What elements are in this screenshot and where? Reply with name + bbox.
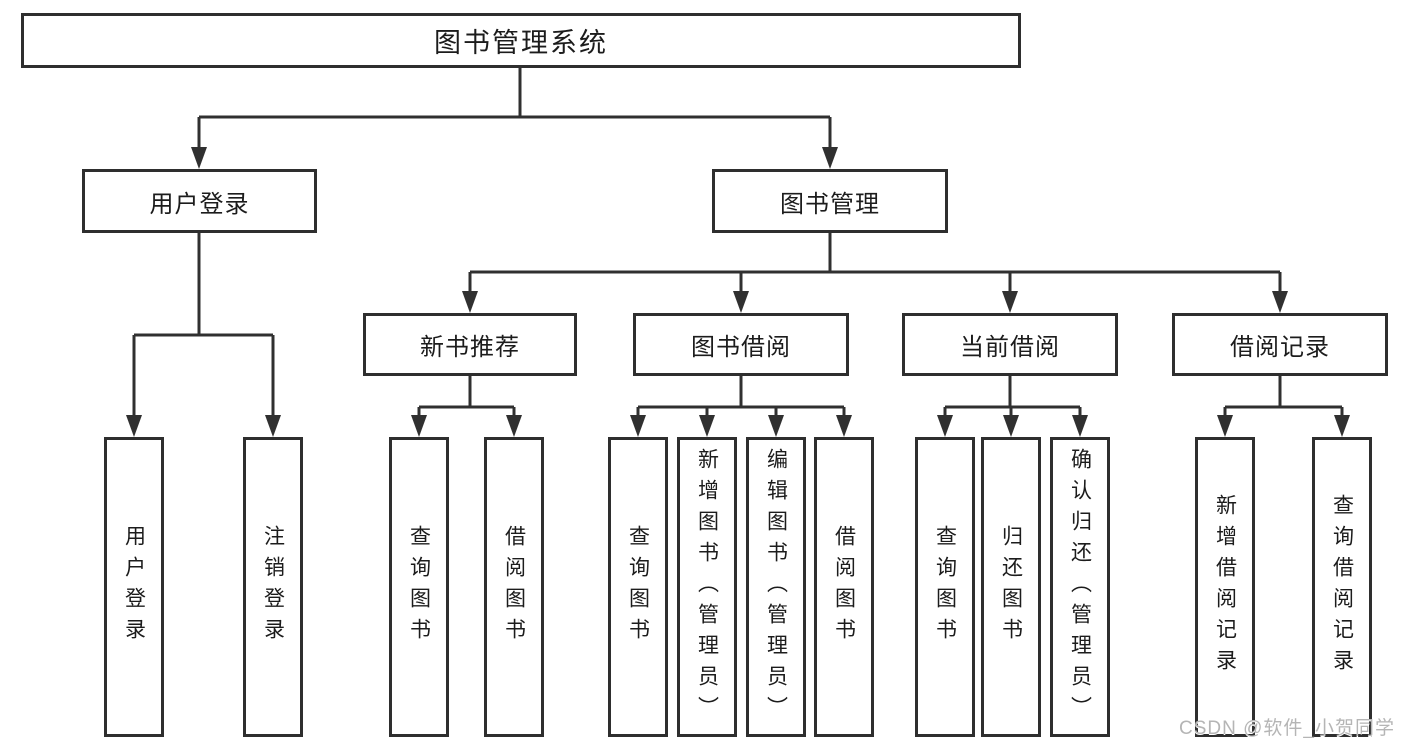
leaf-borrow-books-recommend: 借阅图书 xyxy=(484,437,544,737)
leaf-add-books-admin: 新增图书（管理员） xyxy=(677,437,737,737)
node-current-borrowing: 当前借阅 xyxy=(902,313,1118,376)
leaf-borrow-books-recommend-label: 借阅图书 xyxy=(502,525,526,649)
leaf-query-books-borrow: 查询图书 xyxy=(608,437,668,737)
connector-current-borrow-to-leaves xyxy=(937,376,1088,437)
node-user-login: 用户登录 xyxy=(82,169,317,233)
leaf-confirm-return-admin-label: 确认归还（管理员） xyxy=(1068,447,1092,727)
node-new-book-recommendation: 新书推荐 xyxy=(363,313,577,376)
leaf-borrow-books: 借阅图书 xyxy=(814,437,874,737)
leaf-return-books-label: 归还图书 xyxy=(999,525,1023,649)
leaf-query-borrow-record: 查询借阅记录 xyxy=(1312,437,1372,737)
node-root-system: 图书管理系统 xyxy=(21,13,1021,68)
leaf-query-books-recommend-label: 查询图书 xyxy=(407,525,431,649)
connector-book-borrow-to-leaves xyxy=(630,376,852,437)
csdn-watermark: CSDN @软件_小贺同学 xyxy=(1179,718,1395,739)
connector-root-to-level2 xyxy=(191,68,838,169)
node-book-borrowing: 图书借阅 xyxy=(633,313,849,376)
leaf-return-books: 归还图书 xyxy=(981,437,1041,737)
leaf-edit-books-admin: 编辑图书（管理员） xyxy=(746,437,806,737)
leaf-add-borrow-record: 新增借阅记录 xyxy=(1195,437,1255,737)
leaf-query-books-recommend: 查询图书 xyxy=(389,437,449,737)
leaf-query-borrow-record-label: 查询借阅记录 xyxy=(1330,494,1354,680)
leaf-query-books-current-label: 查询图书 xyxy=(933,525,957,649)
connector-new-book-to-leaves xyxy=(411,376,522,437)
connector-borrow-record-to-leaves xyxy=(1217,376,1350,437)
leaf-edit-books-admin-label: 编辑图书（管理员） xyxy=(764,447,788,727)
leaf-user-login: 用户登录 xyxy=(104,437,164,737)
leaf-borrow-books-label: 借阅图书 xyxy=(832,525,856,649)
leaf-query-books-current: 查询图书 xyxy=(915,437,975,737)
leaf-add-books-admin-label: 新增图书（管理员） xyxy=(695,447,719,727)
node-borrowing-records: 借阅记录 xyxy=(1172,313,1388,376)
connector-book-mgmt-to-level3 xyxy=(462,233,1288,313)
leaf-add-borrow-record-label: 新增借阅记录 xyxy=(1213,494,1237,680)
leaf-user-login-label: 用户登录 xyxy=(122,525,146,649)
node-book-management: 图书管理 xyxy=(712,169,948,233)
leaf-logout: 注销登录 xyxy=(243,437,303,737)
connector-user-login-to-leaves xyxy=(126,233,281,437)
leaf-query-books-borrow-label: 查询图书 xyxy=(626,525,650,649)
leaf-confirm-return-admin: 确认归还（管理员） xyxy=(1050,437,1110,737)
leaf-logout-label: 注销登录 xyxy=(261,525,285,649)
